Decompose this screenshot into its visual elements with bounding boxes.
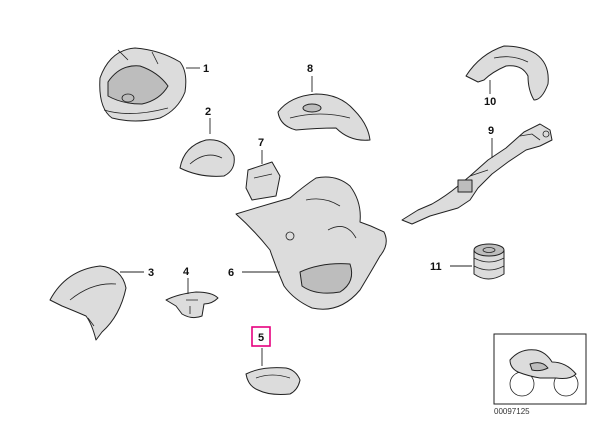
part-3-front-fender[interactable] bbox=[49, 265, 127, 341]
callout-label-1[interactable]: 1 bbox=[203, 63, 209, 75]
callout-label-4[interactable]: 4 bbox=[183, 266, 190, 278]
reference-number: 00097125 bbox=[494, 407, 530, 416]
callout-label-8[interactable]: 8 bbox=[307, 63, 313, 75]
callout-label-10[interactable]: 10 bbox=[484, 96, 496, 108]
callout-label-7[interactable]: 7 bbox=[258, 137, 264, 149]
motorcycle-inset bbox=[493, 333, 587, 405]
callout-label-5[interactable]: 5 bbox=[258, 332, 264, 344]
part-2-cover[interactable] bbox=[179, 139, 235, 177]
part-1-front-fairing[interactable] bbox=[99, 47, 187, 122]
part-9-frame-rail[interactable] bbox=[401, 123, 553, 225]
part-11-roll[interactable] bbox=[473, 243, 505, 280]
part-10-rear-support[interactable] bbox=[465, 45, 549, 101]
callout-label-6[interactable]: 6 bbox=[228, 267, 234, 279]
part-6-side-panel[interactable] bbox=[235, 176, 387, 310]
part-5-lower-cover[interactable] bbox=[245, 367, 301, 395]
callout-label-2[interactable]: 2 bbox=[205, 106, 211, 118]
part-8-tank-cover[interactable] bbox=[277, 93, 371, 141]
part-7-small-panel[interactable] bbox=[245, 161, 281, 201]
callout-label-9[interactable]: 9 bbox=[488, 125, 494, 137]
callout-label-11[interactable]: 11 bbox=[430, 261, 442, 273]
part-4-bracket[interactable] bbox=[165, 291, 219, 319]
callout-5-highlight-box bbox=[251, 326, 271, 347]
callout-label-3[interactable]: 3 bbox=[148, 267, 154, 279]
